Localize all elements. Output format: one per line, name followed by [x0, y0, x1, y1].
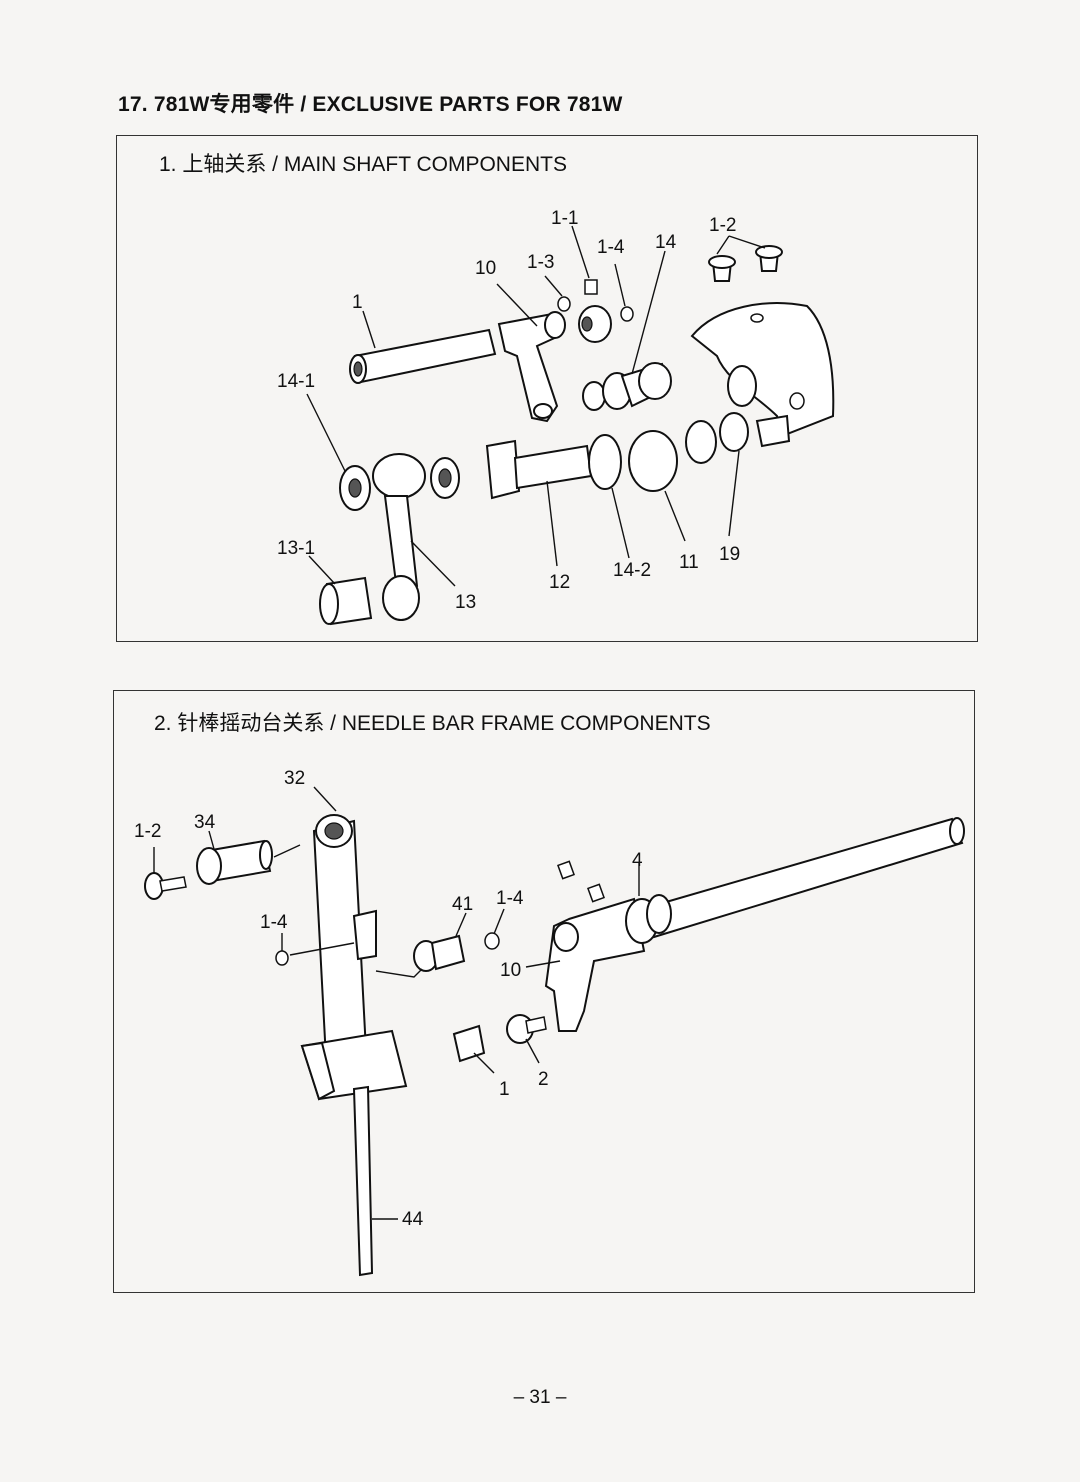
callout-19: 19 — [719, 544, 740, 565]
set-screw-part — [557, 860, 575, 880]
callout-1-1: 1-1 — [551, 208, 578, 229]
callout-41: 41 — [452, 894, 473, 915]
conrod-end-part — [382, 575, 420, 621]
callout-2: 2 — [538, 1069, 549, 1090]
callout-10: 10 — [475, 258, 496, 279]
page-number: – 31 – — [513, 1387, 567, 1408]
callout-13-1: 13-1 — [277, 538, 315, 559]
housing-part — [690, 302, 835, 448]
washer-14-2-part — [588, 434, 622, 490]
page-title: 17. 781W专用零件 / EXCLUSIVE PARTS FOR 781W — [118, 93, 623, 116]
callout-13: 13 — [455, 592, 476, 613]
callout-14-1: 14-1 — [277, 371, 315, 392]
callout-1-4-mid: 1-4 — [496, 888, 524, 909]
callout-14: 14 — [655, 232, 677, 253]
block-1-part — [452, 1024, 486, 1063]
callout-11: 11 — [679, 552, 699, 573]
callout-44: 44 — [402, 1209, 424, 1230]
needle-bar-frame-diagram: 32 1-2 34 1-4 41 1-4 4 10 1 2 44 — [134, 768, 965, 1277]
callout-12: 12 — [549, 572, 570, 593]
bearing-part — [578, 305, 612, 343]
bushing-41-part — [413, 932, 500, 972]
callout-1-2: 1-2 — [134, 821, 161, 842]
bearing-hole — [581, 316, 593, 332]
bearing-part — [719, 412, 749, 452]
screw-1-4-part — [275, 950, 289, 966]
rock-shaft-part — [640, 817, 965, 939]
needle-bar-frame-panel: 2. 针棒摇动台关系 / NEEDLE BAR FRAME COMPONENTS — [113, 690, 975, 1293]
callout-1-2: 1-2 — [709, 215, 736, 236]
callout-1-3: 1-3 — [527, 252, 554, 273]
bearing-19-part — [685, 420, 717, 464]
conrod-ring-part — [372, 453, 426, 499]
set-screw-part — [584, 279, 598, 295]
callout-1-4: 1-4 — [597, 237, 625, 258]
crank-part — [485, 439, 521, 500]
main-shaft-part — [349, 328, 497, 384]
screw-1-4-part — [620, 306, 634, 322]
callout-4: 4 — [632, 850, 643, 871]
callout-10: 10 — [500, 960, 521, 981]
callout-1-4-left: 1-4 — [260, 912, 288, 933]
callout-14-2: 14-2 — [613, 560, 651, 581]
shaft-12-part — [513, 444, 593, 490]
main-shaft-diagram: 1-1 1-2 1-3 1-4 14 10 1 14-1 13-1 13 12 … — [277, 208, 835, 626]
callout-34: 34 — [194, 812, 216, 833]
main-shaft-panel-title: 1. 上轴关系 / MAIN SHAFT COMPONENTS — [159, 153, 567, 176]
callout-1: 1 — [352, 292, 363, 313]
needle-bar-frame-part — [300, 814, 408, 1101]
washer-part — [582, 381, 606, 411]
needle-bar-frame-panel-title: 2. 针棒摇动台关系 / NEEDLE BAR FRAME COMPONENTS — [154, 712, 711, 735]
eccentric-11-part — [628, 430, 678, 492]
main-shaft-panel: 1. 上轴关系 / MAIN SHAFT COMPONENTS — [116, 135, 978, 642]
crank-arm-part — [497, 311, 566, 423]
needle-bar-part — [352, 1085, 374, 1277]
screw-1-3-part — [557, 296, 571, 312]
set-screw-part — [587, 883, 605, 903]
callout-32: 32 — [284, 768, 305, 789]
callout-1: 1 — [499, 1079, 510, 1100]
rock-arm-part — [544, 894, 672, 1032]
